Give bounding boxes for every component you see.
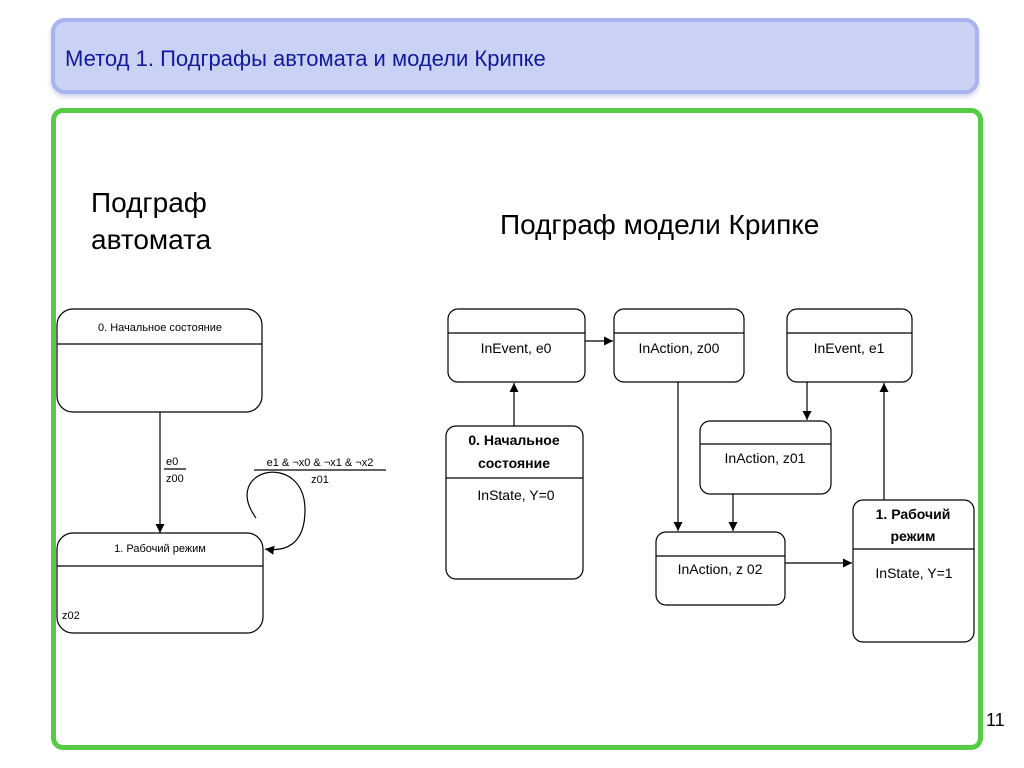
kripke-node-inevent-e0-label: InEvent, e0 <box>481 340 552 356</box>
automaton-transition-event: e0 <box>166 456 178 468</box>
kripke-node-inevent-e0-box <box>447 308 586 383</box>
automaton-state-1-action: z02 <box>62 610 80 622</box>
automaton-self-loop-arrow <box>246 471 306 555</box>
kripke-node-start-line1: 0. Начальное <box>468 432 560 448</box>
automaton-state-0-label: 0. Начальное состояние <box>98 322 222 334</box>
kripke-node-inaction-z01-label: InAction, z01 <box>725 450 806 466</box>
title-bar: Метод 1. Подграфы автомата и модели Крип… <box>51 18 979 94</box>
kripke-node-work-line1: 1. Рабочий <box>876 506 951 522</box>
automaton-loop-condition: e1 & ¬x0 & ¬x1 & ¬x2 <box>267 457 374 469</box>
kripke-node-work-state: InState, Y=1 <box>875 565 952 581</box>
kripke-node-inaction-z02-label: InAction, z 02 <box>678 561 763 577</box>
kripke-node-inaction-z01: InAction, z01 <box>699 420 832 495</box>
automaton-self-loop: e1 & ¬x0 & ¬x1 & ¬x2 z01 <box>246 457 386 555</box>
kripke-node-work-line2: режим <box>890 528 935 544</box>
kripke-node-inaction-z00-label: InAction, z00 <box>639 340 720 356</box>
page-number: 11 <box>986 710 1005 730</box>
kripke-node-inaction-z00: InAction, z00 <box>613 308 745 383</box>
automaton-heading: Подграф автомата <box>91 184 211 258</box>
kripke-node-inevent-e1-label: InEvent, e1 <box>814 340 885 356</box>
kripke-node-start-state: InState, Y=0 <box>477 487 554 503</box>
slide-title: Метод 1. Подграфы автомата и модели Крип… <box>65 46 546 71</box>
automaton-loop-output: z01 <box>311 474 329 486</box>
automaton-state-0: 0. Начальное состояние <box>56 308 263 413</box>
kripke-heading: Подграф модели Крипке <box>500 209 820 240</box>
automaton-transition-e0: e0 z00 <box>155 412 186 533</box>
automaton-transition-output: z00 <box>166 473 184 485</box>
automaton-state-1-label: 1. Рабочий режим <box>114 543 206 555</box>
automaton-heading-line1: Подграф <box>91 187 207 218</box>
kripke-node-inevent-e1-box <box>786 308 913 383</box>
kripke-node-inaction-z02: InAction, z 02 <box>655 531 786 606</box>
kripke-node-start: 0. Начальное состояние InState, Y=0 <box>445 425 584 580</box>
kripke-node-inevent-e1: InEvent, e1 <box>786 308 913 383</box>
kripke-node-work-box <box>852 499 975 643</box>
automaton-heading-line2: автомата <box>91 224 212 255</box>
kripke-node-inaction-z01-box <box>699 420 832 495</box>
kripke-node-inaction-z00-box <box>613 308 745 383</box>
kripke-node-inevent-e0: InEvent, e0 <box>447 308 586 383</box>
kripke-node-inaction-z02-box <box>655 531 786 606</box>
automaton-state-1: 1. Рабочий режим z02 <box>56 532 264 634</box>
kripke-node-start-line2: состояние <box>478 455 550 471</box>
kripke-node-work: 1. Рабочий режим InState, Y=1 <box>852 499 975 643</box>
